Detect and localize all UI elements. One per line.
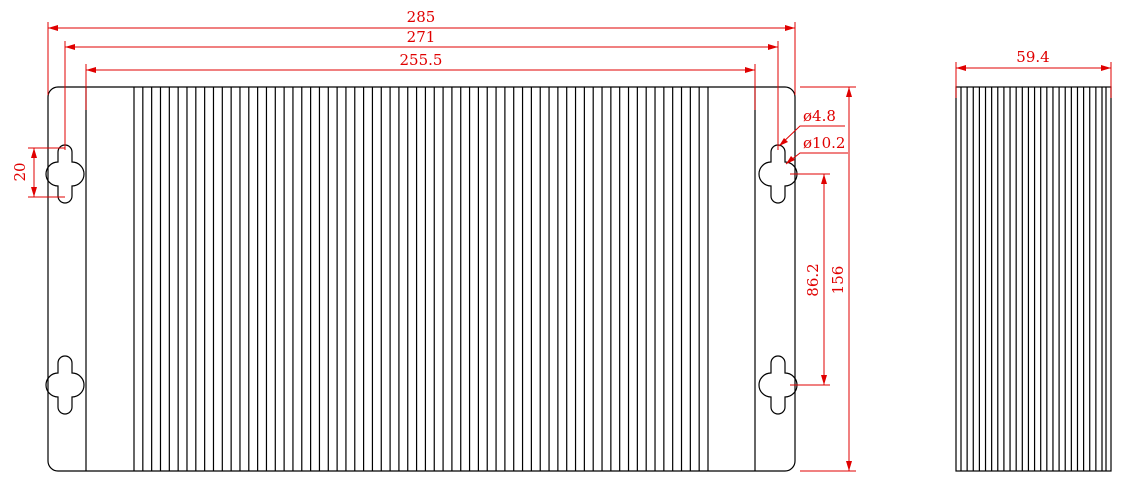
- arrow-59-left: [956, 65, 966, 71]
- dim-label-156: 156: [829, 266, 847, 295]
- leader-hole-small: [778, 125, 845, 147]
- dim-label-255: 255.5: [400, 51, 443, 69]
- arrow-285-left: [48, 25, 58, 31]
- mounting-keyhole-bottom-left: [45, 355, 85, 415]
- heatsink-fins: [142, 87, 700, 471]
- arrow-20-top: [31, 148, 37, 158]
- mounting-keyhole-bottom-right: [758, 355, 798, 415]
- side-view: [955, 86, 1112, 472]
- arrow-86-bottom: [821, 375, 827, 385]
- dim-label-hole-small: ø4.8: [803, 107, 836, 125]
- arrow-86-top: [821, 174, 827, 184]
- dim-label-86: 86.2: [804, 263, 822, 296]
- dim-label-59: 59.4: [1016, 48, 1049, 66]
- arrow-hole-large: [786, 156, 795, 164]
- dim-label-20: 20: [11, 162, 29, 181]
- arrow-255-right: [745, 67, 755, 73]
- enclosure-outline: [47, 86, 796, 472]
- side-outline: [955, 86, 1112, 472]
- dim-label-hole-large: ø10.2: [803, 134, 845, 152]
- arrow-59-right: [1101, 65, 1111, 71]
- mounting-keyhole-top-left: [45, 144, 85, 204]
- arrow-hole-small: [779, 138, 788, 146]
- front-view: [45, 86, 798, 472]
- side-fins: [966, 87, 1097, 471]
- dimensions: [28, 22, 1112, 472]
- arrow-156-top: [846, 87, 852, 97]
- mounting-keyhole-top-right: [758, 144, 798, 204]
- arrow-271-left: [65, 44, 75, 50]
- arrow-20-bottom: [31, 187, 37, 197]
- dimension-labels: 285 271 255.5 20 ø4.8 ø10.2 86.2 156 59.…: [11, 8, 1050, 297]
- dim-label-271: 271: [407, 28, 436, 46]
- dim-label-285: 285: [407, 8, 436, 26]
- arrow-156-bottom: [846, 461, 852, 471]
- arrow-271-right: [768, 44, 778, 50]
- arrow-285-right: [785, 25, 795, 31]
- arrow-255-left: [86, 67, 96, 73]
